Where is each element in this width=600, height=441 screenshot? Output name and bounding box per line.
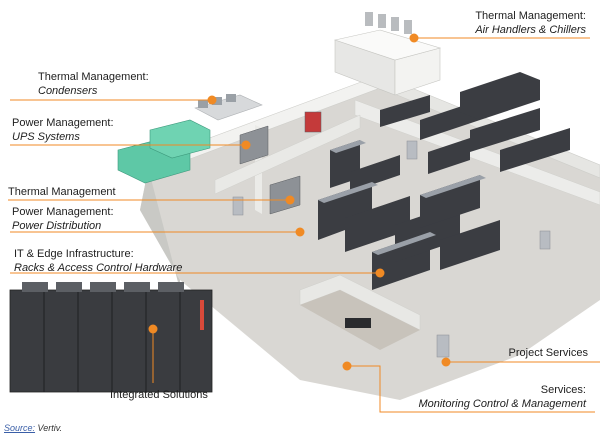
- outer-wall-left: [140, 160, 180, 290]
- label-services-subtitle: Monitoring Control & Management: [418, 398, 586, 410]
- label-thermal: Thermal Management: [8, 185, 116, 199]
- noc-desk: [345, 318, 371, 328]
- power-equipment: [239, 111, 322, 215]
- condenser-units: [194, 94, 263, 121]
- source-note: Source: Vertiv.: [4, 423, 62, 433]
- label-condensers-title: Thermal Management:: [38, 71, 149, 83]
- label-integrated-title: Integrated Solutions: [110, 389, 208, 401]
- source-label: Source:: [4, 423, 36, 433]
- dot-integrated: [148, 324, 158, 334]
- label-power-dist-subtitle: Power Distribution: [12, 220, 102, 232]
- rack-tops: [318, 140, 486, 255]
- dot-power-dist: [295, 227, 305, 237]
- label-ups-subtitle: UPS Systems: [12, 131, 80, 143]
- label-air-handlers-subtitle: Air Handlers & Chillers: [475, 24, 586, 36]
- air-handler-fans: [365, 12, 412, 34]
- dot-project: [441, 357, 451, 367]
- label-thermal-title: Thermal Management: [8, 186, 116, 198]
- callout-dots: [148, 33, 451, 371]
- dot-racks: [375, 268, 385, 278]
- source-value: Vertiv.: [37, 423, 63, 433]
- integrated-cabinet: [9, 282, 213, 393]
- doors: [232, 140, 551, 358]
- inner-wall-3: [214, 114, 361, 195]
- label-condensers-subtitle: Condensers: [38, 85, 98, 97]
- label-project: Project Services: [509, 346, 588, 360]
- label-condensers: Thermal Management: Condensers: [38, 70, 149, 98]
- label-ups-title: Power Management:: [12, 117, 114, 129]
- label-integrated: Integrated Solutions: [110, 388, 208, 402]
- dot-thermal: [285, 195, 295, 205]
- label-air-handlers-title: Thermal Management:: [475, 10, 586, 22]
- label-racks: IT & Edge Infrastructure: Racks & Access…: [14, 247, 182, 275]
- air-handler-box-top: [333, 29, 442, 61]
- dot-air-handlers: [409, 33, 419, 43]
- leader-services: [347, 365, 595, 413]
- callout-lines: [8, 37, 600, 413]
- ups-units: [117, 119, 211, 184]
- label-project-title: Project Services: [508, 347, 588, 359]
- dot-condensers: [207, 95, 217, 105]
- dot-ups: [241, 140, 251, 150]
- label-racks-title: IT & Edge Infrastructure:: [14, 248, 134, 260]
- label-services-title: Services:: [540, 384, 586, 396]
- label-services: Services: Monitoring Control & Managemen…: [418, 383, 586, 411]
- label-ups: Power Management: UPS Systems: [12, 116, 114, 144]
- label-racks-subtitle: Racks & Access Control Hardware: [14, 262, 183, 274]
- dot-services: [342, 361, 352, 371]
- label-air-handlers: Thermal Management: Air Handlers & Chill…: [475, 9, 586, 37]
- label-power-dist: Power Management: Power Distribution: [12, 205, 114, 233]
- label-power-dist-title: Power Management:: [12, 206, 114, 218]
